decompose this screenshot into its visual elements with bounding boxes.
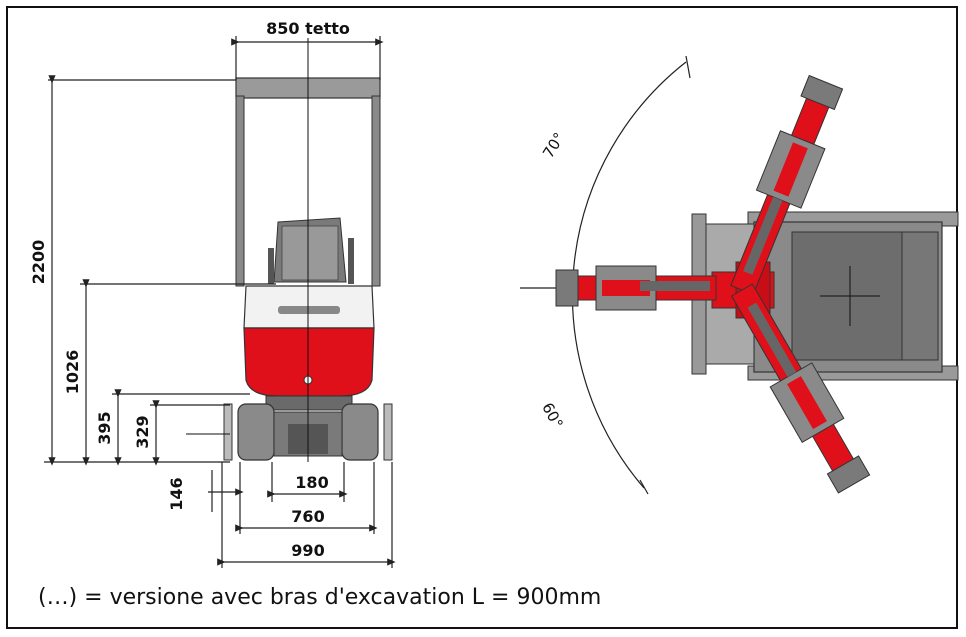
boom-lower xyxy=(730,283,871,494)
rops-post-right xyxy=(371,95,381,287)
track-right xyxy=(341,403,379,461)
rops-post-left xyxy=(235,95,245,287)
front-dimensions xyxy=(44,36,396,568)
dim-track-gap: 180 xyxy=(295,473,328,492)
dim-track-inner-height: 329 xyxy=(133,415,152,448)
track-left xyxy=(237,403,275,461)
top-view-machine xyxy=(520,55,959,495)
boom-upper xyxy=(730,74,844,296)
dim-overall-width: 990 xyxy=(291,541,324,560)
dim-track-gauge: 760 xyxy=(291,507,324,526)
dim-overall-height: 2200 xyxy=(29,240,48,285)
caption: (…) = versione avec bras d'excavation L … xyxy=(38,585,602,610)
front-view-machine xyxy=(186,38,393,462)
swing-arc xyxy=(571,61,687,489)
dim-body-height: 1026 xyxy=(63,350,82,395)
boom-center xyxy=(555,265,717,311)
angle-right-swing: 60° xyxy=(538,400,566,432)
angle-left-swing: 70° xyxy=(539,129,568,161)
dim-ground-clearance: 146 xyxy=(167,477,186,510)
dim-track-height: 395 xyxy=(95,411,114,444)
body-lower-red xyxy=(243,327,375,397)
dim-roof-width: 850 tetto xyxy=(266,19,350,38)
